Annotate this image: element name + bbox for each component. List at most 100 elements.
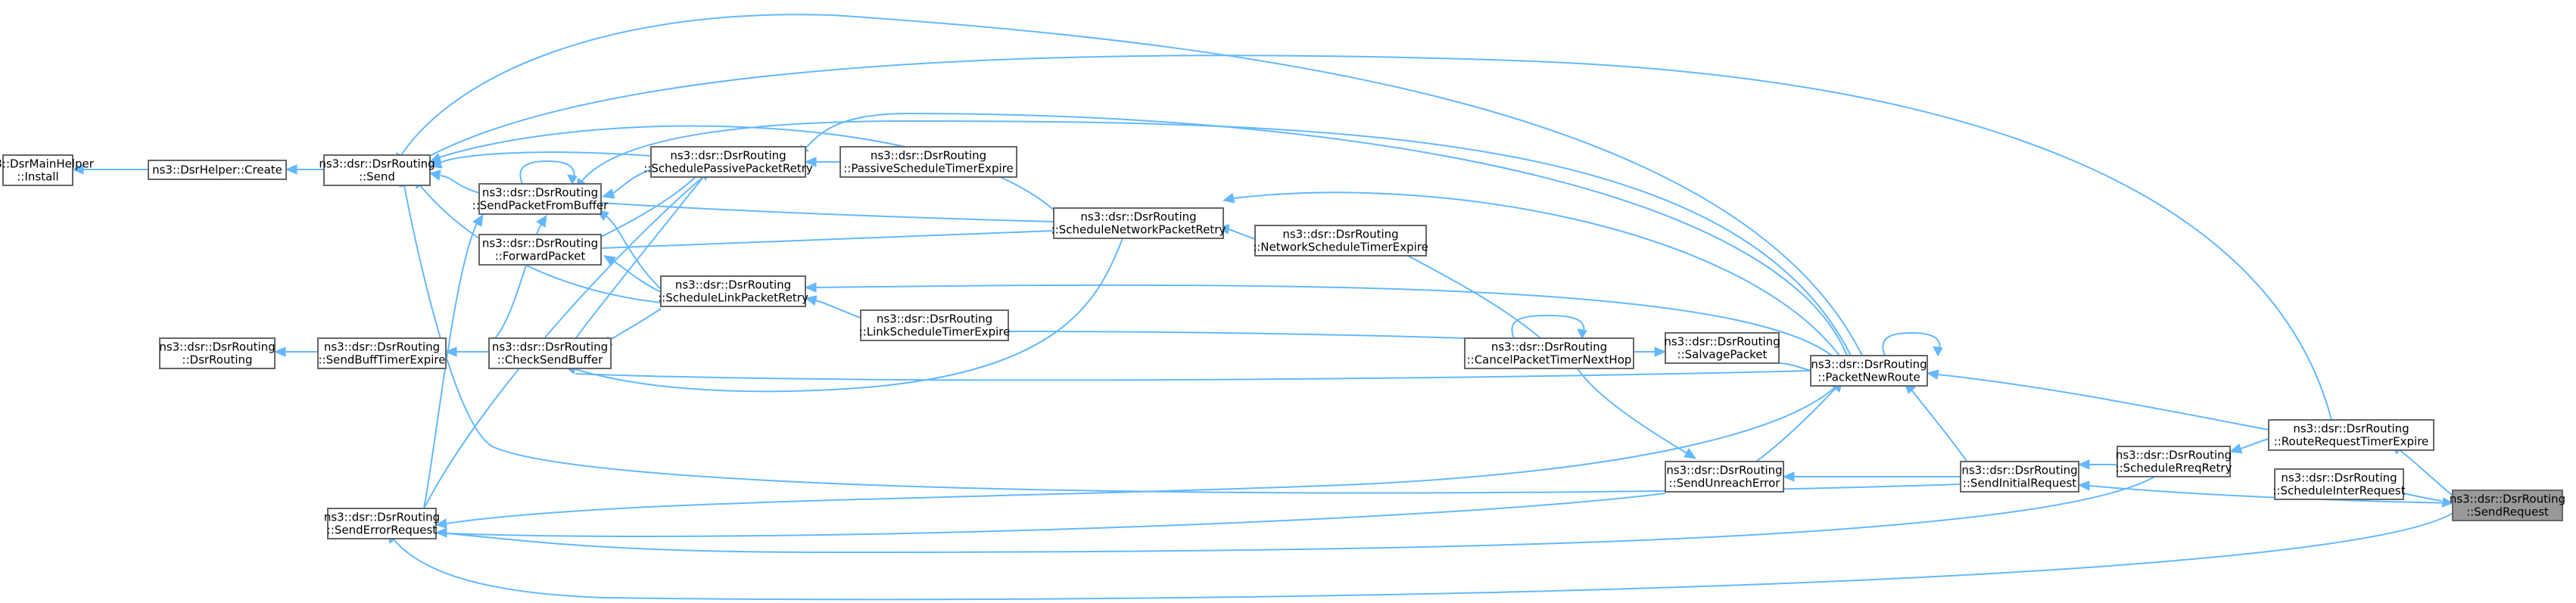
node-label-line: ::CancelPacketTimerNextHop <box>1467 353 1632 367</box>
graph-node-sue[interactable]: ns3::dsr::DsrRouting::SendUnreachError <box>1665 461 1784 493</box>
node-label-line: ns3::dsr::DsrRouting <box>2293 422 2409 436</box>
node-label-line: ::SendUnreachError <box>1669 477 1781 490</box>
node-label-line: ::PassiveScheduleTimerExpire <box>843 162 1014 176</box>
node-label-line: ns3::dsr::DsrRouting <box>159 340 275 354</box>
graph-node-sreq[interactable]: ns3::dsr::DsrRouting::SendRequest <box>2450 490 2565 521</box>
edge-pnr-snpr <box>1222 191 1840 356</box>
node-label-line: ::PacketNewRoute <box>1818 371 1920 384</box>
edge-snpr-spfb-line <box>589 197 1054 222</box>
node-box <box>1053 207 1224 239</box>
node-box <box>650 146 806 178</box>
node-box <box>839 146 1017 178</box>
graph-node-send[interactable]: ns3::dsr::DsrRouting::Send <box>319 154 435 186</box>
node-box <box>2452 490 2563 521</box>
edge-cptnh-salv <box>1634 347 1667 357</box>
node-label-line: ::ScheduleLinkPacketRetry <box>658 291 808 305</box>
node-label-line: ::LinkScheduleTimerExpire <box>859 325 1011 339</box>
edge-pste-sppr <box>804 157 840 167</box>
node-label-line: ns3::dsr::DsrRouting <box>1080 210 1196 224</box>
edge-srr-sir <box>2077 459 2117 470</box>
graph-node-rrte[interactable]: ns3::dsr::DsrRouting::RouteRequestTimerE… <box>2268 419 2434 451</box>
graph-node-nste[interactable]: ns3::dsr::DsrRouting::NetworkScheduleTim… <box>1253 225 1428 256</box>
node-box <box>1665 461 1784 493</box>
node-box <box>1960 461 2079 493</box>
graph-node-csb[interactable]: ns3::dsr::DsrRouting::CheckSendBuffer <box>488 337 612 369</box>
node-box <box>1665 332 1780 364</box>
graph-node-sintr[interactable]: ns3::dsr::DsrRouting::ScheduleInterReque… <box>2272 468 2406 500</box>
node-label-line: ns3::dsr::DsrRouting <box>319 157 435 171</box>
graph-node-ser[interactable]: ns3::dsr::DsrRouting::SendErrorRequest <box>324 508 440 539</box>
edge-csb-spfb <box>494 215 547 340</box>
node-label-line: ::ScheduleRreqRetry <box>2116 462 2232 475</box>
node-label-line: ::RouteRequestTimerExpire <box>2274 435 2429 449</box>
edge-sue-cptnh <box>1574 362 1697 459</box>
edge-pnr-csb <box>575 370 1811 381</box>
graph-node-fwd[interactable]: ns3::dsr::DsrRouting::ForwardPacket <box>478 234 602 266</box>
edge-rrte-send <box>423 54 2332 421</box>
graph-node-sbte[interactable]: ns3::dsr::DsrRouting::SendBuffTimerExpir… <box>317 337 447 369</box>
node-box <box>1254 225 1427 256</box>
graph-node-snpr[interactable]: ns3::dsr::DsrRouting::ScheduleNetworkPac… <box>1051 207 1226 239</box>
graph-node-lste[interactable]: ns3::dsr::DsrRouting::LinkScheduleTimerE… <box>859 309 1011 341</box>
edge-slpr-spfb <box>595 209 662 290</box>
edge-cptnh-lste <box>1008 331 1466 339</box>
node-box <box>478 183 602 215</box>
node-label-line: ::SchedulePassivePacketRetry <box>643 162 813 176</box>
graph-node-pste[interactable]: ns3::dsr::DsrRouting::PassiveScheduleTim… <box>839 146 1017 178</box>
node-label-line: ns3::dsr::DsrRouting <box>1664 335 1780 349</box>
edge-send-create <box>285 164 324 175</box>
node-label-line: ns3::dsr::DsrRouting <box>2281 471 2397 485</box>
node-label-line: ns3::dsr::DsrRouting <box>2116 449 2232 462</box>
graph-node-dsrr[interactable]: ns3::dsr::DsrRouting::DsrRouting <box>159 337 276 369</box>
graph-node-sppr[interactable]: ns3::dsr::DsrRouting::SchedulePassivePac… <box>643 146 813 178</box>
node-label-line: ::SendErrorRequest <box>327 524 437 537</box>
node-label-line: ::Send <box>359 170 395 184</box>
graph-node-pnr[interactable]: ns3::dsr::DsrRouting::PacketNewRoute <box>1810 355 1928 387</box>
graph-node-slpr[interactable]: ns3::dsr::DsrRouting::ScheduleLinkPacket… <box>658 275 808 307</box>
edge-pnr-salv <box>1778 362 1811 371</box>
node-box <box>660 275 806 307</box>
graph-node-spfb[interactable]: ns3::dsr::DsrRouting::SendPacketFromBuff… <box>472 183 609 215</box>
node-label-line: ns3::dsr::DsrRouting <box>1282 228 1398 241</box>
node-label-line: ::SendRequest <box>2466 505 2549 519</box>
node-label-line: ::Install <box>17 170 58 184</box>
graph-node-salv[interactable]: ns3::dsr::DsrRouting::SalvagePacket <box>1664 332 1780 364</box>
node-box <box>860 309 1009 341</box>
edge-pnr-slpr <box>804 282 1833 356</box>
node-label-line: ns3::dsr::DsrRouting <box>492 340 608 354</box>
node-label-line: ::SendPacketFromBuffer <box>472 199 609 213</box>
node-box <box>327 508 437 539</box>
edge-rrte-srr <box>2229 438 2269 454</box>
graph-node-srr[interactable]: ns3::dsr::DsrRouting::ScheduleRreqRetry <box>2116 446 2232 477</box>
node-box <box>488 337 612 369</box>
graph-node-sir[interactable]: ns3::dsr::DsrRouting::SendInitialRequest <box>1960 461 2079 493</box>
node-label-line: ns3::DsrHelper::Create <box>152 163 282 177</box>
edge-pnr-self <box>1882 331 1943 357</box>
node-box <box>148 160 287 180</box>
node-box <box>2268 419 2434 451</box>
node-label-line: ns3::dsr::DsrRouting <box>324 511 440 524</box>
graph-node-cptnh[interactable]: ns3::dsr::DsrRouting::CancelPacketTimerN… <box>1464 337 1634 369</box>
node-label-line: ::ScheduleNetworkPacketRetry <box>1051 223 1226 237</box>
graph-node-create[interactable]: ns3::DsrHelper::Create <box>148 160 287 180</box>
node-label-line: ::SendInitialRequest <box>1963 477 2076 490</box>
graph-node-install[interactable]: ns3::DsrMainHelper::Install <box>0 154 95 186</box>
node-label-line: ns3::dsr::DsrRouting <box>1666 464 1782 477</box>
edge-spfb-self <box>519 160 578 185</box>
node-label-line: ns3::dsr::DsrRouting <box>2450 493 2565 506</box>
edge-pnr-ser <box>435 382 1840 529</box>
edge-sppr-spfb <box>601 169 652 199</box>
node-label-line: ns3::dsr::DsrRouting <box>675 278 791 292</box>
node-label-line: ::DsrRouting <box>182 353 252 367</box>
edge-sbte-dsrrouting <box>273 347 318 357</box>
node-box <box>1810 355 1928 387</box>
node-label-line: ns3::dsr::DsrRouting <box>871 149 986 163</box>
edge-snpr-csb <box>563 238 1123 393</box>
node-label-line: ::NetworkScheduleTimerExpire <box>1253 241 1428 254</box>
edge-lste-slpr <box>804 295 861 319</box>
node-box <box>159 337 276 369</box>
edge-ser-spfb <box>423 213 484 509</box>
edge-snpr-fwd <box>589 230 1054 253</box>
node-label-line: ns3::dsr::DsrRouting <box>670 149 786 163</box>
